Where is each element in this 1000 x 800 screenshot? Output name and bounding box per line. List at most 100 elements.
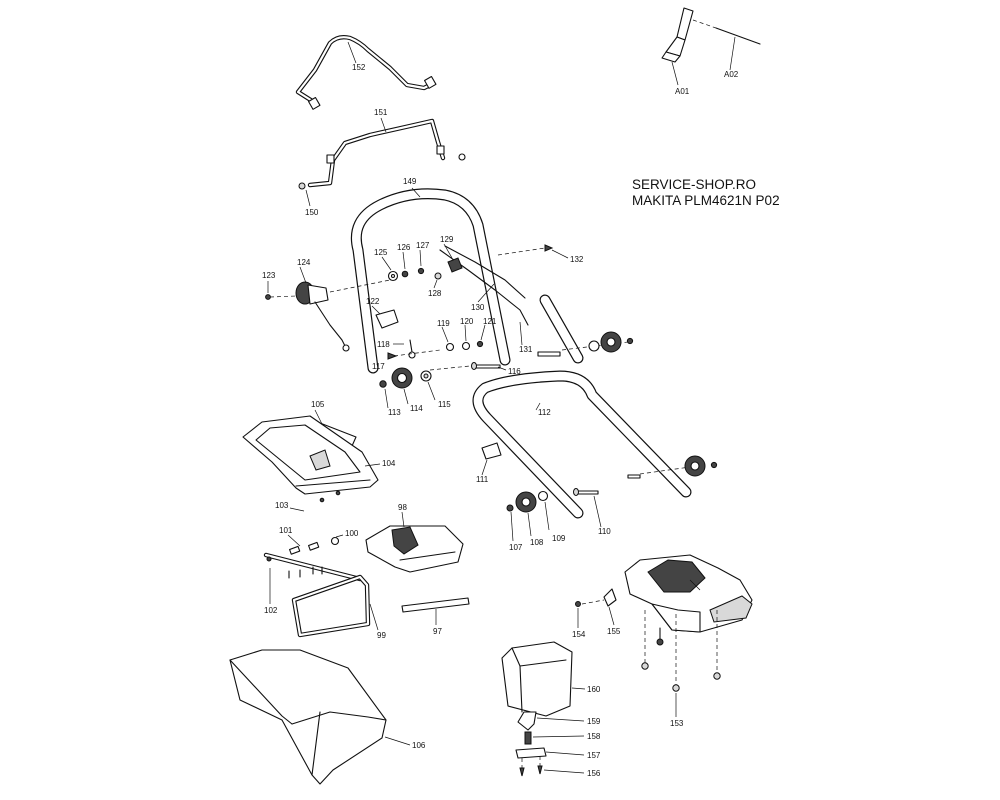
part-116-bolt [429, 362, 507, 371]
label-124: 124 [297, 258, 311, 267]
label-159: 159 [587, 717, 601, 726]
part-111-clip [481, 442, 502, 476]
label-98: 98 [398, 503, 407, 512]
part-108-knob [515, 491, 537, 537]
label-97: 97 [433, 627, 442, 636]
part-114-knob [391, 367, 413, 405]
label-a02: A02 [724, 70, 739, 79]
label-152: 152 [352, 63, 366, 72]
part-132-screw [497, 244, 569, 259]
label-104: 104 [382, 459, 396, 468]
part-113-nut [379, 380, 389, 409]
label-117: 117 [372, 362, 385, 371]
part-160-chute [501, 641, 586, 717]
label-128: 128 [428, 289, 442, 298]
part-engine [624, 554, 753, 717]
label-107: 107 [509, 543, 523, 552]
part-149-upper-handle [350, 187, 584, 374]
label-110: 110 [598, 527, 611, 536]
label-99: 99 [377, 631, 386, 640]
part-126-nut [401, 251, 409, 278]
label-157: 157 [587, 751, 601, 760]
label-122: 122 [366, 297, 380, 306]
part-109-washer [537, 490, 550, 531]
part-120-washer [461, 324, 471, 351]
part-129-clamp [443, 243, 463, 273]
label-121: 121 [483, 317, 497, 326]
label-131: 131 [519, 345, 533, 354]
label-150: 150 [305, 208, 319, 217]
part-112-lower-handle [472, 370, 718, 519]
label-113: 113 [388, 408, 401, 417]
label-155: 155 [607, 627, 621, 636]
leader-131 [519, 321, 523, 346]
label-105: 105 [311, 400, 325, 409]
label-100: 100 [345, 529, 359, 538]
label-115: 115 [438, 400, 451, 409]
part-159-flap [517, 711, 585, 731]
part-155-bracket [581, 588, 617, 626]
label-126: 126 [397, 243, 411, 252]
label-123: 123 [262, 271, 276, 280]
label-149: 149 [403, 177, 417, 186]
part-110-bolt [573, 488, 602, 528]
part-127-nut [417, 249, 425, 275]
label-154: 154 [572, 630, 586, 639]
label-111: 111 [476, 475, 489, 484]
label-153: 153 [670, 719, 684, 728]
title-line-2: MAKITA PLM4621N P02 [632, 193, 780, 208]
label-125: 125 [374, 248, 388, 257]
label-158: 158 [587, 732, 601, 741]
part-115-washer [420, 370, 436, 401]
part-151-lever [298, 117, 466, 207]
part-125-washer [381, 256, 399, 282]
label-160: 160 [587, 685, 601, 694]
part-a01-socket-tool [661, 7, 694, 86]
label-151: 151 [374, 108, 388, 117]
part-102-frame-rod [263, 552, 363, 604]
label-118: 118 [377, 340, 390, 349]
label-120: 120 [460, 317, 474, 326]
label-119: 119 [437, 319, 450, 328]
title-line-1: SERVICE-SHOP.RO [632, 177, 756, 192]
part-122-clip [371, 305, 399, 329]
part-121-nut [476, 324, 486, 348]
label-127: 127 [416, 241, 430, 250]
part-a02-rod [692, 19, 761, 71]
part-118-bolt [393, 339, 416, 359]
part-106-grass-bag [229, 649, 411, 785]
label-106: 106 [412, 741, 426, 750]
part-107-nut [506, 504, 514, 542]
label-156: 156 [587, 769, 601, 778]
label-129: 129 [440, 235, 454, 244]
part-101-clamps [287, 534, 344, 555]
part-labels: 152 A01 A02 151 150 149 132 129 127 126 … [262, 63, 739, 778]
label-109: 109 [552, 534, 566, 543]
part-right-knob-upper [537, 331, 634, 357]
part-156-screws [519, 756, 585, 777]
part-117-screw [387, 349, 441, 360]
part-158-spring [524, 731, 585, 745]
label-a01: A01 [675, 87, 690, 96]
part-124-throttle [265, 266, 391, 352]
label-132: 132 [570, 255, 584, 264]
label-108: 108 [530, 538, 544, 547]
leader-130 [477, 283, 495, 303]
part-157-hinge [515, 747, 585, 759]
label-112: 112 [538, 408, 551, 417]
part-128-nut [433, 272, 442, 289]
label-103: 103 [275, 501, 289, 510]
label-116: 116 [508, 367, 521, 376]
part-99-bag-frame [291, 574, 379, 638]
label-114: 114 [410, 404, 423, 413]
part-154-screw [575, 601, 581, 628]
part-98-catcher-cover [365, 511, 464, 573]
label-130: 130 [471, 303, 485, 312]
part-97-bar [401, 597, 470, 625]
part-119-washer [441, 326, 455, 352]
part-104-catcher-top [242, 415, 381, 512]
label-102: 102 [264, 606, 278, 615]
label-101: 101 [279, 526, 293, 535]
